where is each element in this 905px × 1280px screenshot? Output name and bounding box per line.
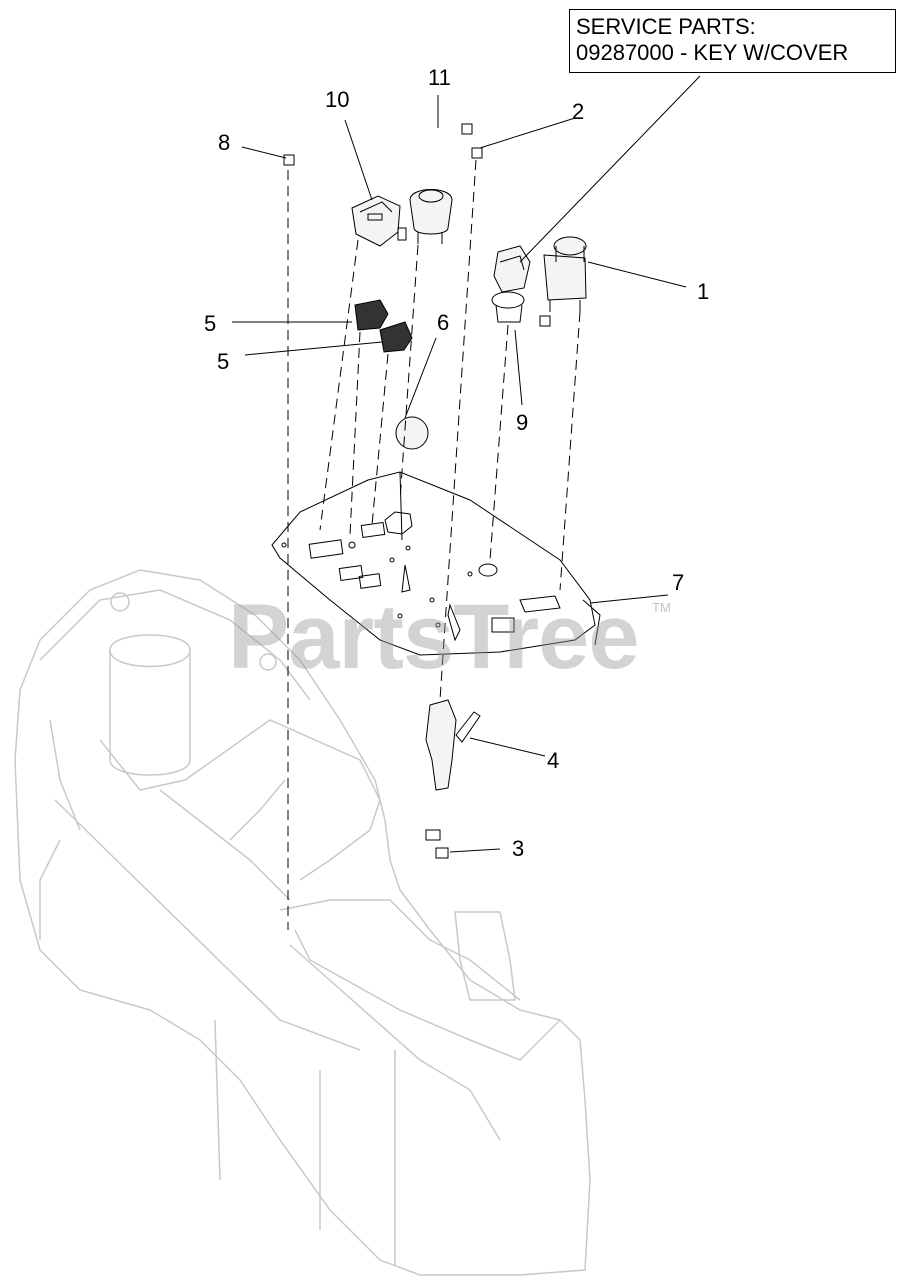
watermark-tm: TM [652, 600, 671, 615]
callout-3: 3 [512, 836, 525, 861]
callout-1: 1 [697, 279, 710, 304]
callout-9: 9 [516, 410, 529, 435]
callout-2: 2 [572, 99, 585, 124]
callout-5b: 5 [217, 349, 230, 374]
callout-4: 4 [547, 748, 560, 773]
callout-10: 10 [325, 87, 350, 112]
callout-5a: 5 [204, 311, 217, 336]
parts-group [283, 123, 587, 859]
callout-6: 6 [437, 310, 450, 335]
watermark-text: PartsTree [228, 586, 639, 688]
service-parts-line: 09287000 - KEY W/COVER [576, 40, 849, 65]
callout-7: 7 [672, 570, 685, 595]
assembly-lines [287, 159, 581, 930]
callout-8: 8 [218, 130, 231, 155]
leader-lines [232, 75, 701, 853]
service-parts-heading: SERVICE PARTS: [576, 14, 756, 39]
service-parts-box: SERVICE PARTS: 09287000 - KEY W/COVER [569, 9, 896, 73]
callout-11: 11 [428, 65, 451, 90]
control-plate [271, 471, 601, 656]
console-body [14, 569, 591, 1276]
